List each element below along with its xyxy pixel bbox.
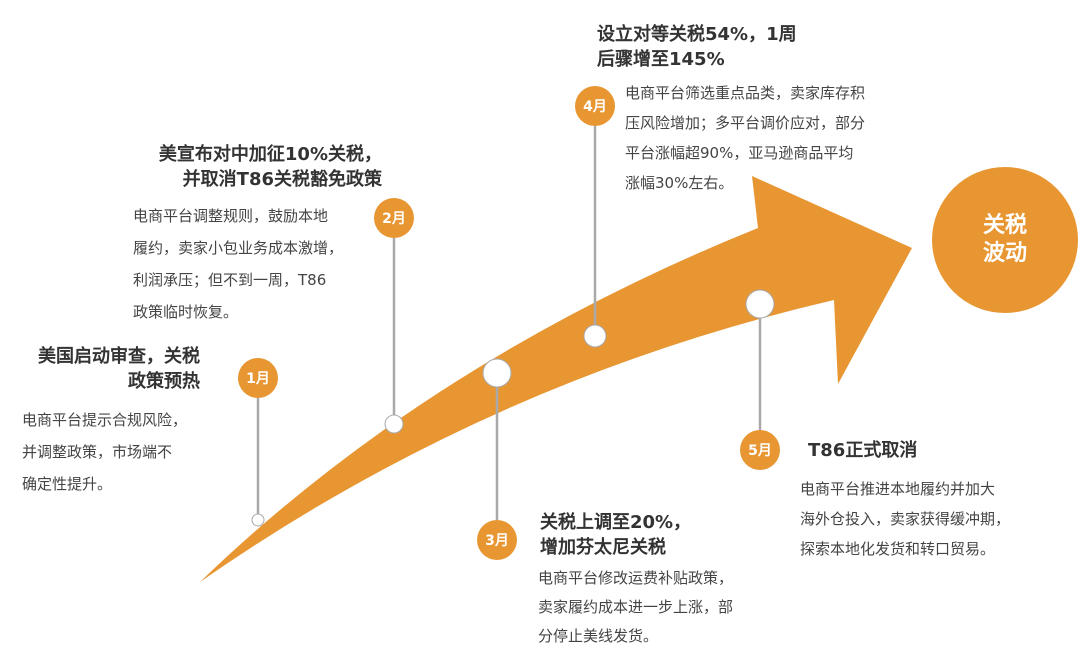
body-line: 政策临时恢复。 xyxy=(133,303,239,321)
event-body-3: 电商平台修改运费补贴政策， 卖家履约成本进一步上涨，部 分停止美线发货。 xyxy=(538,564,733,651)
growth-arrow xyxy=(200,176,912,582)
marker-dot-5 xyxy=(745,289,775,319)
body-line: 电商平台推进本地履约并加大 xyxy=(800,480,996,498)
center-circle: 关税 波动 xyxy=(932,167,1078,313)
title-line: 美国启动审查，关税 xyxy=(38,346,200,367)
title-line: 后骤增至145% xyxy=(597,49,725,70)
title-line: 并取消T86关税豁免政策 xyxy=(182,169,382,190)
center-label-1: 关税 xyxy=(982,213,1027,238)
event-title-3: 关税上调至20%， 增加芬太尼关税 xyxy=(540,510,691,560)
event-body-1: 电商平台提示合规风险， 并调整政策，市场端不 确定性提升。 xyxy=(22,404,187,500)
body-line: 卖家履约成本进一步上涨，部 xyxy=(538,598,734,616)
title-line: T86正式取消 xyxy=(808,440,918,461)
month-badge-4: 4月 xyxy=(575,86,615,126)
title-line: 美宣布对中加征10%关税， xyxy=(158,144,382,165)
body-line: 电商平台筛选重点品类，卖家库存积 xyxy=(625,84,866,102)
title-line: 增加芬太尼关税 xyxy=(540,537,666,558)
event-title-5: T86正式取消 xyxy=(808,438,917,463)
body-line: 履约，卖家小包业务成本激增， xyxy=(133,239,344,257)
month-badge-3: 3月 xyxy=(477,520,517,560)
body-line: 涨幅30%左右。 xyxy=(625,174,734,192)
month-badge-5: 5月 xyxy=(740,430,780,470)
body-line: 平台涨幅超90%，亚马逊商品平均 xyxy=(625,144,854,162)
marker-dot-4 xyxy=(583,324,607,348)
title-line: 政策预热 xyxy=(128,371,200,392)
month-badge-1: 1月 xyxy=(238,358,278,398)
body-line: 分停止美线发货。 xyxy=(538,627,659,645)
event-body-5: 电商平台推进本地履约并加大 海外仓投入，卖家获得缓冲期， 探索本地化发货和转口贸… xyxy=(800,474,1010,564)
body-line: 压风险增加；多平台调价应对，部分 xyxy=(625,114,866,132)
body-line: 并调整政策，市场端不 xyxy=(22,443,173,461)
event-body-4: 电商平台筛选重点品类，卖家库存积 压风险增加；多平台调价应对，部分 平台涨幅超9… xyxy=(625,78,865,198)
center-label-2: 波动 xyxy=(982,241,1027,266)
marker-dot-1 xyxy=(251,513,265,527)
event-title-2: 美宣布对中加征10%关税， 并取消T86关税豁免政策 xyxy=(159,142,382,192)
marker-dot-3 xyxy=(482,358,512,388)
event-body-2: 电商平台调整规则，鼓励本地 履约，卖家小包业务成本激增， 利润承压；但不到一周，… xyxy=(133,200,343,328)
body-line: 确定性提升。 xyxy=(22,475,113,493)
body-line: 利润承压；但不到一周，T86 xyxy=(133,271,327,289)
title-line: 关税上调至20%， xyxy=(540,512,692,533)
event-title-1: 美国启动审查，关税 政策预热 xyxy=(38,344,200,394)
body-line: 电商平台提示合规风险， xyxy=(22,411,188,429)
body-line: 海外仓投入，卖家获得缓冲期， xyxy=(800,510,1011,528)
marker-dot-2 xyxy=(384,414,404,434)
body-line: 电商平台调整规则，鼓励本地 xyxy=(133,207,329,225)
title-line: 设立对等关税54%，1周 xyxy=(597,24,797,45)
body-line: 电商平台修改运费补贴政策， xyxy=(538,569,734,587)
event-title-4: 设立对等关税54%，1周 后骤增至145% xyxy=(597,22,797,72)
month-badge-2: 2月 xyxy=(374,198,414,238)
body-line: 探索本地化发货和转口贸易。 xyxy=(800,540,996,558)
